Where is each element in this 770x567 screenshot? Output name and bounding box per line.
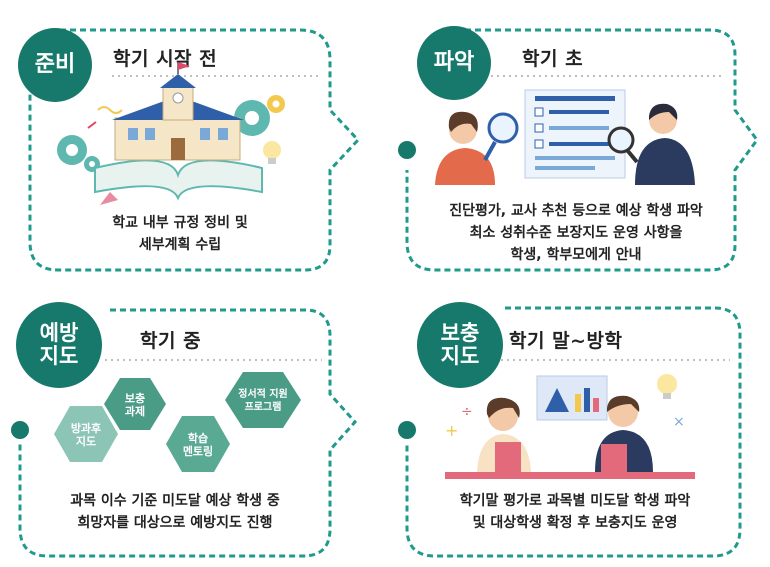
panel-semester-start: 파악 학기 초 <box>385 0 770 283</box>
hex-line: 멘토링 <box>182 445 214 458</box>
panel-frame <box>398 28 759 272</box>
panel-description: 학교 내부 규정 정비 및 세부계획 수립 <box>50 212 310 256</box>
panel-frame <box>398 306 742 558</box>
panel-description: 학기말 평가로 과목별 미도달 학생 파악 및 대상학생 확정 후 보충지도 운… <box>415 490 735 534</box>
school-building-icon <box>112 62 244 161</box>
panel-title: 학기 시작 전 <box>113 48 218 70</box>
badge-text: 지도 <box>440 344 480 368</box>
desc-line: 희망자를 대상으로 예방지도 진행 <box>77 515 273 531</box>
hex-line: 정서적 지원 <box>238 389 288 400</box>
man-with-magnifier-icon <box>607 103 695 185</box>
badge-prepare: 준비 <box>18 28 92 102</box>
hex-line: 학습 <box>187 432 209 445</box>
school-book-illustration <box>57 62 285 205</box>
svg-text:+: + <box>445 421 458 440</box>
desc-line: 학교 내부 규정 정비 및 <box>112 215 248 231</box>
gear-icon <box>57 135 100 172</box>
hex-line: 지도 <box>75 435 97 448</box>
panel-title: 학기 중 <box>140 330 202 352</box>
panel-end-semester: 보충 지도 학기 말~방학 + ÷ × <box>385 284 770 567</box>
woman-with-magnifier-icon <box>435 111 519 185</box>
panel-mid-semester: 예방 지도 학기 중 보충 과제 정서적 지원 프로그램 방과후 지도 학습 멘… <box>0 284 385 567</box>
tutoring-illustration: + ÷ × <box>445 374 695 479</box>
assessment-illustration <box>435 89 695 185</box>
badge-text: 파악 <box>433 49 475 75</box>
svg-text:÷: ÷ <box>461 404 473 420</box>
desc-line: 진단평가, 교사 추천 등으로 예상 학생 파악 <box>449 203 703 219</box>
desc-line: 및 대상학생 확정 후 보충지도 운영 <box>472 515 678 531</box>
hexagon-emotional-support <box>225 372 301 428</box>
hexagon-label: 정서적 지원 프로그램 <box>228 388 298 414</box>
hexagon-label: 방과후 지도 <box>56 422 116 448</box>
hexagon-supplementary-tasks <box>104 378 166 430</box>
desc-line: 최소 성취수준 보장지도 운영 사항을 <box>469 225 683 241</box>
panel-description: 진단평가, 교사 추천 등으로 예상 학생 파악 최소 성취수준 보장지도 운영… <box>421 200 731 266</box>
hexagon-label: 보충 과제 <box>105 392 165 418</box>
hex-line: 프로그램 <box>244 402 282 413</box>
gear-icon <box>267 95 285 113</box>
panel-before-semester: 준비 학기 시작 전 <box>0 0 385 283</box>
teacher-icon <box>595 395 653 472</box>
student-icon <box>477 397 531 472</box>
lightbulb-icon <box>263 141 281 164</box>
hex-line: 방과후 <box>70 422 102 435</box>
panel-frame <box>28 28 361 272</box>
badge-text: 보충 <box>440 320 480 345</box>
chart-board-icon <box>536 375 608 421</box>
hex-line: 과제 <box>124 405 146 418</box>
svg-text:×: × <box>673 414 685 430</box>
hex-line: 보충 <box>124 392 146 405</box>
desc-line: 학생, 학부모에게 안내 <box>510 247 642 263</box>
panel-title: 학기 말~방학 <box>509 330 623 352</box>
panel-title: 학기 초 <box>522 48 584 70</box>
desc-line: 세부계획 수립 <box>138 237 222 253</box>
program-hexagons <box>54 372 301 472</box>
book-icon <box>94 159 263 201</box>
badge-prevention: 예방 지도 <box>16 302 102 388</box>
badge-text: 지도 <box>39 344 79 368</box>
lightbulb-icon <box>657 374 677 399</box>
desc-line: 학기말 평가로 과목별 미도달 학생 파악 <box>459 493 691 509</box>
badge-supplementary: 보충 지도 <box>417 302 503 388</box>
badge-identify: 파악 <box>417 26 491 100</box>
panel-description: 과목 이수 기준 미도달 예상 학생 중 희망자를 대상으로 예방지도 진행 <box>30 490 320 534</box>
panel-frame <box>11 308 358 558</box>
hexagon-after-school <box>54 406 118 462</box>
badge-text: 예방 <box>39 320 79 345</box>
hexagon-label: 학습 멘토링 <box>168 432 228 458</box>
desc-line: 과목 이수 기준 미도달 예상 학생 중 <box>70 493 280 509</box>
gear-icon <box>234 100 270 136</box>
checklist-document-icon <box>524 89 626 179</box>
badge-text: 준비 <box>34 51 76 77</box>
hexagon-learning-mentoring <box>166 416 230 472</box>
